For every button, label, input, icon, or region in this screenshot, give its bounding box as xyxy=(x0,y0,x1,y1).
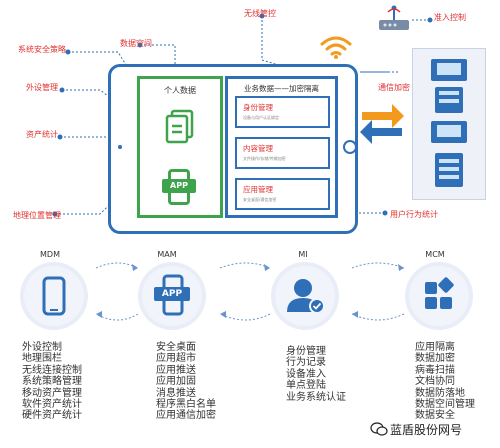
content-management-sub: 文件操作/存储/传输加密 xyxy=(243,156,286,161)
app-management-box: 应用管理 安全桌面/通信加密 xyxy=(235,178,330,210)
left-label-peripheral: 外设管理 xyxy=(26,83,58,92)
list-item: 无线连接控制 xyxy=(22,364,82,376)
list-item: 行为记录 xyxy=(286,357,326,369)
mam-app-label: APP xyxy=(161,289,183,299)
tablet-camera xyxy=(118,145,122,149)
list-item: 软件资产统计 xyxy=(22,399,82,411)
list-item: 外设控制 xyxy=(22,342,62,353)
identity-management-box: 身份管理 设备与用户认证绑定 xyxy=(235,96,330,128)
mcm-list: 应用隔离 数据加密 病毒扫描 文档协同 数据防落地 数据空间管理 数据安全 xyxy=(415,342,475,422)
list-item: 应用通信加密 xyxy=(156,410,216,422)
personal-data-panel: 个人数据 APP xyxy=(137,76,223,218)
left-label-asset-stats: 资产统计 xyxy=(26,130,58,139)
list-item: 数据加密 xyxy=(415,353,455,365)
category-mam-title: MAM xyxy=(157,250,177,259)
left-label-geo: 地理位置管理 xyxy=(13,211,61,220)
list-item: 移动资产管理 xyxy=(22,387,82,399)
label-access: 准入控制 xyxy=(434,13,466,22)
category-mi-title: MI xyxy=(298,250,308,259)
business-data-panel: 业务数据——加密隔离 身份管理 设备与用户认证绑定 内容管理 文件操作/存储/传… xyxy=(225,76,338,218)
list-item: 数据空间管理 xyxy=(415,399,475,411)
label-data-space: 数据空间 xyxy=(120,39,152,48)
mam-list: 安全桌面 应用超市 应用推送 应用加固 消息推送 程序黑白名单 应用通信加密 xyxy=(156,342,216,422)
wifi-icon xyxy=(320,36,352,59)
server-rack-icon xyxy=(431,59,467,187)
mcm-circle xyxy=(409,266,469,326)
label-wireless: 无线管控 xyxy=(244,9,276,18)
cycle-arrows xyxy=(95,262,405,321)
wechat-icon xyxy=(370,422,388,436)
list-item: 身份管理 xyxy=(286,346,326,357)
app-label: APP xyxy=(162,179,196,193)
list-item: 硬件资产统计 xyxy=(22,410,82,422)
router-icon xyxy=(379,5,409,30)
list-item: 安全桌面 xyxy=(156,342,196,353)
watermark: 蓝盾股份网号 xyxy=(390,423,463,437)
list-item: 单点登陆 xyxy=(286,380,326,392)
document-icon xyxy=(165,109,194,144)
category-mdm-title: MDM xyxy=(40,250,60,259)
blocks-icon xyxy=(425,277,454,309)
mdm-circle xyxy=(24,266,84,326)
list-item: 应用隔离 xyxy=(415,342,455,353)
list-item: 业务系统认证 xyxy=(286,391,346,403)
list-item: 地理围栏 xyxy=(22,353,62,365)
list-item: 系统策略管理 xyxy=(22,376,82,388)
label-behavior: 用户行为统计 xyxy=(390,210,438,219)
mdm-list: 外设控制 地理围栏 无线连接控制 系统策略管理 移动资产管理 软件资产统计 硬件… xyxy=(22,342,82,422)
content-management-box: 内容管理 文件操作/存储/传输加密 xyxy=(235,137,330,169)
list-item: 设备准入 xyxy=(286,368,326,380)
list-item: 文档协同 xyxy=(415,376,455,388)
list-item: 数据安全 xyxy=(415,410,455,422)
mi-list: 身份管理 行为记录 设备准入 单点登陆 业务系统认证 xyxy=(286,346,346,403)
mam-circle: APP xyxy=(142,266,202,326)
phone-icon xyxy=(42,276,66,316)
list-item: 应用超市 xyxy=(156,353,196,365)
identity-management-sub: 设备与用户认证绑定 xyxy=(243,115,279,120)
business-data-title: 业务数据——加密隔离 xyxy=(244,84,319,93)
app-management-title: 应用管理 xyxy=(243,185,273,194)
personal-data-title: 个人数据 xyxy=(164,86,196,95)
list-item: 应用加固 xyxy=(156,376,196,388)
bidirectional-arrow-icon xyxy=(360,104,404,144)
tablet-home-button xyxy=(343,140,357,154)
app-phone-icon: APP xyxy=(162,169,198,205)
app-management-sub: 安全桌面/通信加密 xyxy=(243,197,277,202)
label-encryption: 通信加密 xyxy=(378,83,410,92)
category-mcm-title: MCM xyxy=(425,250,445,259)
identity-management-title: 身份管理 xyxy=(243,103,273,112)
mi-circle xyxy=(275,266,335,326)
list-item: 数据防落地 xyxy=(415,387,465,399)
list-item: 消息推送 xyxy=(156,387,196,399)
app-icon xyxy=(154,274,190,316)
list-item: 程序黑白名单 xyxy=(156,399,216,411)
user-check-icon xyxy=(287,279,325,314)
list-item: 应用推送 xyxy=(156,364,196,376)
content-management-title: 内容管理 xyxy=(243,144,273,153)
list-item: 病毒扫描 xyxy=(415,364,455,376)
server-rack xyxy=(412,48,486,200)
left-label-system-policy: 系统安全策略 xyxy=(18,45,66,54)
